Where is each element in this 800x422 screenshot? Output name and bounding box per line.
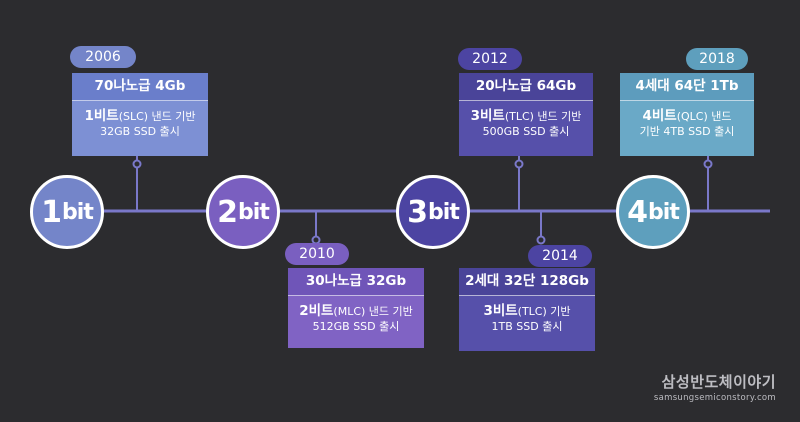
card-desc: 기반 [546, 305, 571, 318]
connector-2012 [514, 156, 524, 211]
node-number: 1 [41, 194, 62, 230]
card-body: 3비트(TLC) 낸드 기반 500GB SSD 출시 [459, 101, 593, 139]
node-number: 4 [627, 194, 648, 230]
brand-name: 삼성반도체이야기 [661, 373, 776, 391]
card-head: 30나노급 32Gb [288, 268, 424, 296]
card-head: 2세대 32단 128Gb [459, 268, 595, 296]
card-head: 70나노급 4Gb [72, 73, 208, 101]
card-desc: 낸드 기반 [533, 110, 582, 123]
card-cell-type: (QLC) [676, 110, 708, 123]
node-unit: bit [62, 199, 94, 225]
card-head: 20나노급 64Gb [459, 73, 593, 101]
card-bit-type: 2비트 [299, 303, 334, 319]
card-product: 500GB SSD 출시 [482, 125, 570, 138]
milestone-card-2006: 70나노급 4Gb 1비트(SLC) 낸드 기반 32GB SSD 출시 [72, 73, 208, 156]
brand-watermark: 삼성반도체이야기 samsungsemiconstory.com [654, 371, 776, 403]
card-cell-type: (MLC) [333, 305, 366, 318]
card-body: 3비트(TLC) 기반 1TB SSD 출시 [459, 296, 595, 334]
year-badge-2018: 2018 [686, 48, 748, 70]
node-unit: bit [648, 199, 680, 225]
card-product: 1TB SSD 출시 [491, 320, 563, 333]
card-desc: 낸드 기반 [365, 305, 413, 318]
card-bit-type: 1비트 [84, 108, 119, 124]
milestone-card-2012: 20나노급 64Gb 3비트(TLC) 낸드 기반 500GB SSD 출시 [459, 73, 593, 156]
node-number: 2 [217, 194, 238, 230]
milestone-card-2014: 2세대 32단 128Gb 3비트(TLC) 기반 1TB SSD 출시 [459, 268, 595, 351]
year-badge-2012: 2012 [458, 48, 522, 70]
connector-2018 [703, 156, 713, 211]
card-body: 1비트(SLC) 낸드 기반 32GB SSD 출시 [72, 101, 208, 139]
brand-url: samsungsemiconstory.com [653, 393, 776, 403]
connector-2006 [132, 156, 142, 211]
connector-2010 [311, 211, 321, 245]
card-bit-type: 3비트 [470, 108, 505, 124]
node-number: 3 [407, 194, 428, 230]
card-cell-type: (TLC) [504, 110, 534, 123]
card-cell-type: (TLC) [517, 305, 547, 318]
card-cell-type: (SLC) [118, 110, 149, 123]
card-product: 기반 4TB SSD 출시 [639, 125, 735, 138]
card-head: 4세대 64단 1Tb [620, 73, 754, 101]
node-unit: bit [238, 199, 270, 225]
connector-2014 [536, 211, 546, 245]
card-desc: 낸드 [707, 110, 732, 123]
card-bit-type: 4비트 [642, 108, 677, 124]
year-badge-2010: 2010 [285, 243, 349, 265]
card-product: 32GB SSD 출시 [100, 125, 180, 138]
card-product: 512GB SSD 출시 [312, 320, 400, 333]
card-body: 2비트(MLC) 낸드 기반 512GB SSD 출시 [288, 296, 424, 334]
node-unit: bit [428, 199, 460, 225]
card-desc: 낸드 기반 [148, 110, 196, 123]
milestone-card-2010: 30나노급 32Gb 2비트(MLC) 낸드 기반 512GB SSD 출시 [288, 268, 424, 348]
year-badge-2014: 2014 [528, 245, 592, 267]
card-body: 4비트(QLC) 낸드 기반 4TB SSD 출시 [620, 101, 754, 139]
year-badge-2006: 2006 [70, 46, 136, 68]
milestone-card-2018: 4세대 64단 1Tb 4비트(QLC) 낸드 기반 4TB SSD 출시 [620, 73, 754, 156]
card-bit-type: 3비트 [483, 303, 518, 319]
